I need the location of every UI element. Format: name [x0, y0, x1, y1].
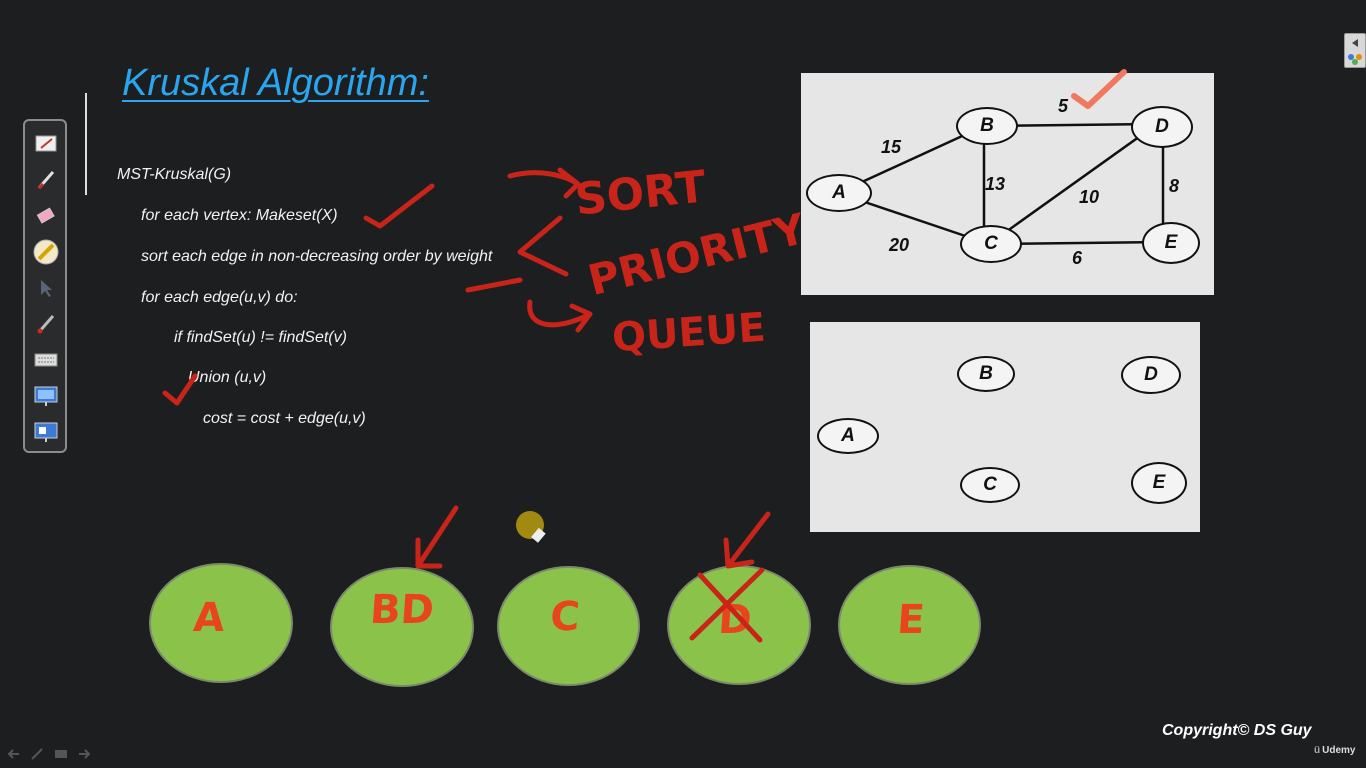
- pen-icon[interactable]: [33, 167, 59, 193]
- copyright-text: Copyright© DS Guy: [1162, 722, 1312, 739]
- forest-node-c: C: [960, 467, 1020, 503]
- code-line-7: cost = cost + edge(u,v): [203, 410, 366, 427]
- display-icon[interactable]: [33, 419, 59, 445]
- set-label-e: E: [895, 597, 927, 643]
- code-line-2: for each vertex: Makeset(X): [141, 207, 338, 224]
- pen-icon[interactable]: [30, 747, 44, 760]
- slide-nav: [6, 747, 92, 760]
- graph-node-d: D: [1131, 106, 1193, 148]
- forest-node-a: A: [817, 418, 879, 454]
- menu-icon[interactable]: [54, 747, 68, 759]
- code-line-5: if findSet(u) != findSet(v): [174, 329, 347, 346]
- arrow-to-bd: [415, 505, 459, 569]
- graph-diagram: A B C D E 15 20 5 13 10 8 6: [801, 73, 1214, 295]
- ink-text-queue: QUEUE: [610, 304, 768, 362]
- slide-title: Kruskal Algorithm:: [122, 62, 429, 104]
- set-label-bd: BD: [368, 587, 436, 633]
- brace-mark: [517, 215, 569, 277]
- graph-node-c: C: [960, 225, 1022, 263]
- highlighter-icon[interactable]: [33, 239, 59, 265]
- edge-c-d: [988, 122, 1158, 246]
- weight-c-e: 6: [1072, 248, 1083, 268]
- divider: [85, 93, 87, 195]
- pointer-icon[interactable]: [33, 275, 59, 301]
- arrow-to-d: [723, 511, 771, 569]
- brand-text: Udemy: [1322, 745, 1356, 756]
- code-line-3: sort each edge in non-decreasing order b…: [141, 248, 493, 265]
- forest-node-d: D: [1121, 356, 1181, 394]
- presentation-widget[interactable]: [1344, 33, 1366, 68]
- ink-text-sort: SORT: [572, 161, 709, 226]
- forest-node-e: E: [1131, 462, 1187, 504]
- code-line-4: for each edge(u,v) do:: [141, 289, 298, 306]
- set-circle-e: [838, 565, 981, 685]
- set-label-a: A: [191, 595, 227, 641]
- udemy-icon: ü: [1314, 745, 1321, 756]
- dash-mark: [465, 277, 523, 293]
- graph-node-e: E: [1142, 222, 1200, 264]
- forest-diagram: B D A C E: [810, 322, 1200, 532]
- weight-a-c: 20: [889, 235, 910, 255]
- set-label-c: C: [548, 594, 582, 640]
- code-line-6: Union (u,v): [188, 369, 267, 386]
- check-mark-makeset: [363, 183, 435, 229]
- weight-b-c: 13: [985, 174, 1006, 194]
- prev-arrow-icon[interactable]: [6, 747, 20, 759]
- laser-pen-icon[interactable]: [33, 311, 59, 337]
- arrow-to-queue: [527, 299, 593, 333]
- set-circle-c: [497, 566, 640, 686]
- screen-capture-icon[interactable]: [33, 383, 59, 409]
- weight-a-b: 15: [881, 137, 902, 157]
- code-line-1: MST-Kruskal(G): [117, 166, 232, 183]
- whiteboard-icon[interactable]: [33, 131, 59, 157]
- arrow-to-sort: [507, 167, 581, 199]
- eraser-icon[interactable]: [33, 203, 59, 229]
- keyboard-icon[interactable]: [33, 347, 59, 373]
- highlighter-cursor: [514, 509, 546, 543]
- weight-d-e: 8: [1169, 176, 1180, 196]
- next-arrow-icon[interactable]: [78, 747, 92, 759]
- weight-c-d: 10: [1079, 187, 1100, 207]
- set-circle-bd: [330, 567, 474, 687]
- forest-node-b: B: [957, 356, 1015, 392]
- graph-node-a: A: [806, 174, 872, 212]
- annotation-toolbar: [23, 119, 67, 453]
- graph-node-b: B: [956, 107, 1018, 145]
- set-label-d: D: [716, 597, 754, 643]
- weight-b-d: 5: [1058, 96, 1069, 116]
- set-circle-a: [149, 563, 293, 683]
